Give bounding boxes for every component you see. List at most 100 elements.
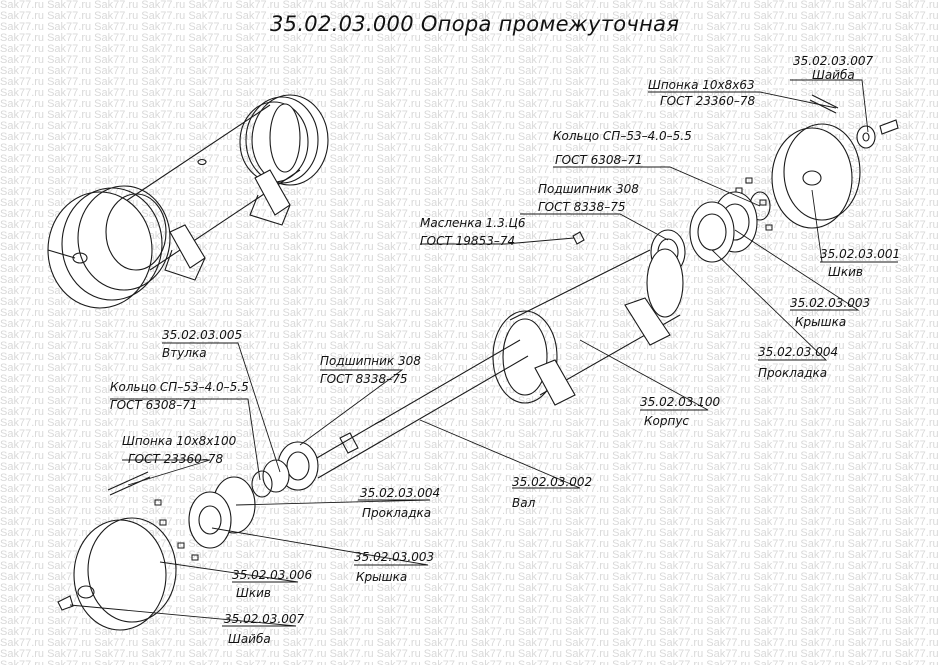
label-sleeve-code: 35.02.03.005 [162,328,243,342]
watermark-row: Sak77.ru Sak77.ru Sak77.ru Sak77.ru Sak7… [0,406,940,418]
watermark-row: Sak77.ru Sak77.ru Sak77.ru Sak77.ru Sak7… [0,593,940,605]
watermark-row: Sak77.ru Sak77.ru Sak77.ru Sak77.ru Sak7… [0,461,940,473]
label-ring-left-name: Кольцо СП–53–4.0–5.5 [110,380,249,394]
left-parts [57,441,319,631]
watermark-row: Sak77.ru Sak77.ru Sak77.ru Sak77.ru Sak7… [0,494,940,506]
label-bearing-left-name: Подшипник 308 [320,354,421,368]
watermark-row: Sak77.ru Sak77.ru Sak77.ru Sak77.ru Sak7… [0,32,940,44]
watermark-row: Sak77.ru Sak77.ru Sak77.ru Sak77.ru Sak7… [0,648,940,660]
watermark-row: Sak77.ru Sak77.ru Sak77.ru Sak77.ru Sak7… [0,373,940,385]
label-pulley-left-name: Шкив [236,586,271,600]
watermark-row: Sak77.ru Sak77.ru Sak77.ru Sak77.ru Sak7… [0,571,940,583]
label-pulley-left-code: 35.02.03.006 [232,568,313,582]
housing-and-shaft [309,248,684,479]
leader-lines [69,79,898,627]
watermark-row: Sak77.ru Sak77.ru Sak77.ru Sak77.ru Sak7… [0,186,940,198]
watermark-row: Sak77.ru Sak77.ru Sak77.ru Sak77.ru Sak7… [0,153,940,165]
label-gasket-left-name: Прокладка [362,506,432,520]
watermark-row: Sak77.ru Sak77.ru Sak77.ru Sak77.ru Sak7… [0,450,940,462]
watermark-row: Sak77.ru Sak77.ru Sak77.ru Sak77.ru Sak7… [0,87,940,99]
watermark-row: Sak77.ru Sak77.ru Sak77.ru Sak77.ru Sak7… [0,472,940,484]
label-oiler-std: ГОСТ 19853–74 [420,234,516,248]
watermark-row: Sak77.ru Sak77.ru Sak77.ru Sak77.ru Sak7… [0,98,940,110]
watermark-row: Sak77.ru Sak77.ru Sak77.ru Sak77.ru Sak7… [0,483,940,495]
watermark-row: Sak77.ru Sak77.ru Sak77.ru Sak77.ru Sak7… [0,0,940,11]
watermark-row: Sak77.ru Sak77.ru Sak77.ru Sak77.ru Sak7… [0,175,940,187]
watermark-row: Sak77.ru Sak77.ru Sak77.ru Sak77.ru Sak7… [0,538,940,550]
watermark-row: Sak77.ru Sak77.ru Sak77.ru Sak77.ru Sak7… [0,428,940,440]
watermark-row: Sak77.ru Sak77.ru Sak77.ru Sak77.ru Sak7… [0,439,940,451]
label-washer-left-code: 35.02.03.007 [224,612,305,626]
watermark-row: Sak77.ru Sak77.ru Sak77.ru Sak77.ru Sak7… [0,560,940,572]
label-shaft-code: 35.02.03.002 [512,475,593,489]
watermark-row: Sak77.ru Sak77.ru Sak77.ru Sak77.ru Sak7… [0,626,940,638]
watermark-row: Sak77.ru Sak77.ru Sak77.ru Sak77.ru Sak7… [0,142,940,154]
label-gasket-right-code: 35.02.03.004 [758,345,839,359]
watermark-row: Sak77.ru Sak77.ru Sak77.ru Sak77.ru Sak7… [0,582,940,594]
label-housing-code: 35.02.03.100 [640,395,721,409]
watermark-row: Sak77.ru Sak77.ru Sak77.ru Sak77.ru Sak7… [0,274,940,286]
label-bearing-right-name: Подшипник 308 [538,182,639,196]
label-key-100-std: ГОСТ 23360–78 [128,452,224,466]
label-gasket-left-code: 35.02.03.004 [360,486,441,500]
label-bearing-left-std: ГОСТ 8338–75 [320,372,408,386]
watermark-row: Sak77.ru Sak77.ru Sak77.ru Sak77.ru Sak7… [0,241,940,253]
watermark-row: Sak77.ru Sak77.ru Sak77.ru Sak77.ru Sak7… [0,307,940,319]
label-bearing-right-std: ГОСТ 8338–75 [538,200,626,214]
watermark-row: Sak77.ru Sak77.ru Sak77.ru Sak77.ru Sak7… [0,604,940,616]
label-sleeve-name: Втулка [162,346,207,360]
watermark-row: Sak77.ru Sak77.ru Sak77.ru Sak77.ru Sak7… [0,285,940,297]
label-cover-right-code: 35.02.03.003 [790,296,871,310]
watermark-row: Sak77.ru Sak77.ru Sak77.ru Sak77.ru Sak7… [0,65,940,77]
label-ring-left-std: ГОСТ 6308–71 [110,398,198,412]
watermark-row: Sak77.ru Sak77.ru Sak77.ru Sak77.ru Sak7… [0,120,940,132]
label-oiler-name: Масленка 1.3.Ц6 [420,216,526,230]
label-ring-right-std: ГОСТ 6308–71 [555,153,643,167]
watermark-row: Sak77.ru Sak77.ru Sak77.ru Sak77.ru Sak7… [0,10,940,22]
right-parts [572,94,899,275]
watermark-row: Sak77.ru Sak77.ru Sak77.ru Sak77.ru Sak7… [0,505,940,517]
watermark-row: Sak77.ru Sak77.ru Sak77.ru Sak77.ru Sak7… [0,164,940,176]
watermark-row: Sak77.ru Sak77.ru Sak77.ru Sak77.ru Sak7… [0,21,940,33]
label-pulley-right-code: 35.02.03.001 [820,247,901,261]
watermark-row: Sak77.ru Sak77.ru Sak77.ru Sak77.ru Sak7… [0,252,940,264]
watermark-row: Sak77.ru Sak77.ru Sak77.ru Sak77.ru Sak7… [0,43,940,55]
watermark-row: Sak77.ru Sak77.ru Sak77.ru Sak77.ru Sak7… [0,197,940,209]
label-pulley-right-name: Шкив [828,265,863,279]
watermark-row: Sak77.ru Sak77.ru Sak77.ru Sak77.ru Sak7… [0,637,940,649]
watermark-row: Sak77.ru Sak77.ru Sak77.ru Sak77.ru Sak7… [0,263,940,275]
watermark-row: Sak77.ru Sak77.ru Sak77.ru Sak77.ru Sak7… [0,76,940,88]
label-gasket-right-name: Прокладка [758,366,828,380]
watermark-row: Sak77.ru Sak77.ru Sak77.ru Sak77.ru Sak7… [0,230,940,242]
label-washer-right-name: Шайба [812,68,855,82]
label-cover-left-code: 35.02.03.003 [354,550,435,564]
watermark-row: Sak77.ru Sak77.ru Sak77.ru Sak77.ru Sak7… [0,395,940,407]
label-key-100-name: Шпонка 10х8х100 [122,434,237,448]
label-key-63-std: ГОСТ 23360–78 [660,94,756,108]
label-ring-right-name: Кольцо СП–53–4.0–5.5 [553,129,692,143]
watermark-row: Sak77.ru Sak77.ru Sak77.ru Sak77.ru Sak7… [0,318,940,330]
watermark-row: Sak77.ru Sak77.ru Sak77.ru Sak77.ru Sak7… [0,516,940,528]
watermark-row: Sak77.ru Sak77.ru Sak77.ru Sak77.ru Sak7… [0,615,940,627]
watermark-row: Sak77.ru Sak77.ru Sak77.ru Sak77.ru Sak7… [0,329,940,341]
label-washer-right-code: 35.02.03.007 [793,54,874,68]
label-housing-name: Корпус [644,414,690,428]
watermark-row: Sak77.ru Sak77.ru Sak77.ru Sak77.ru Sak7… [0,549,940,561]
watermark-row: Sak77.ru Sak77.ru Sak77.ru Sak77.ru Sak7… [0,208,940,220]
assembled-view [47,94,329,309]
watermark-row: Sak77.ru Sak77.ru Sak77.ru Sak77.ru Sak7… [0,109,940,121]
watermark-row: Sak77.ru Sak77.ru Sak77.ru Sak77.ru Sak7… [0,340,940,352]
label-shaft-name: Вал [512,496,536,510]
watermark-row: Sak77.ru Sak77.ru Sak77.ru Sak77.ru Sak7… [0,417,940,429]
watermark-row: Sak77.ru Sak77.ru Sak77.ru Sak77.ru Sak7… [0,362,940,374]
label-key-63-name: Шпонка 10х8х63 [648,78,755,92]
label-washer-left-name: Шайба [228,632,271,646]
watermark-row: Sak77.ru Sak77.ru Sak77.ru Sak77.ru Sak7… [0,351,940,363]
label-cover-left-name: Крышка [356,570,408,584]
watermark-row: Sak77.ru Sak77.ru Sak77.ru Sak77.ru Sak7… [0,659,940,665]
watermark-row: Sak77.ru Sak77.ru Sak77.ru Sak77.ru Sak7… [0,131,940,143]
watermark-row: Sak77.ru Sak77.ru Sak77.ru Sak77.ru Sak7… [0,527,940,539]
